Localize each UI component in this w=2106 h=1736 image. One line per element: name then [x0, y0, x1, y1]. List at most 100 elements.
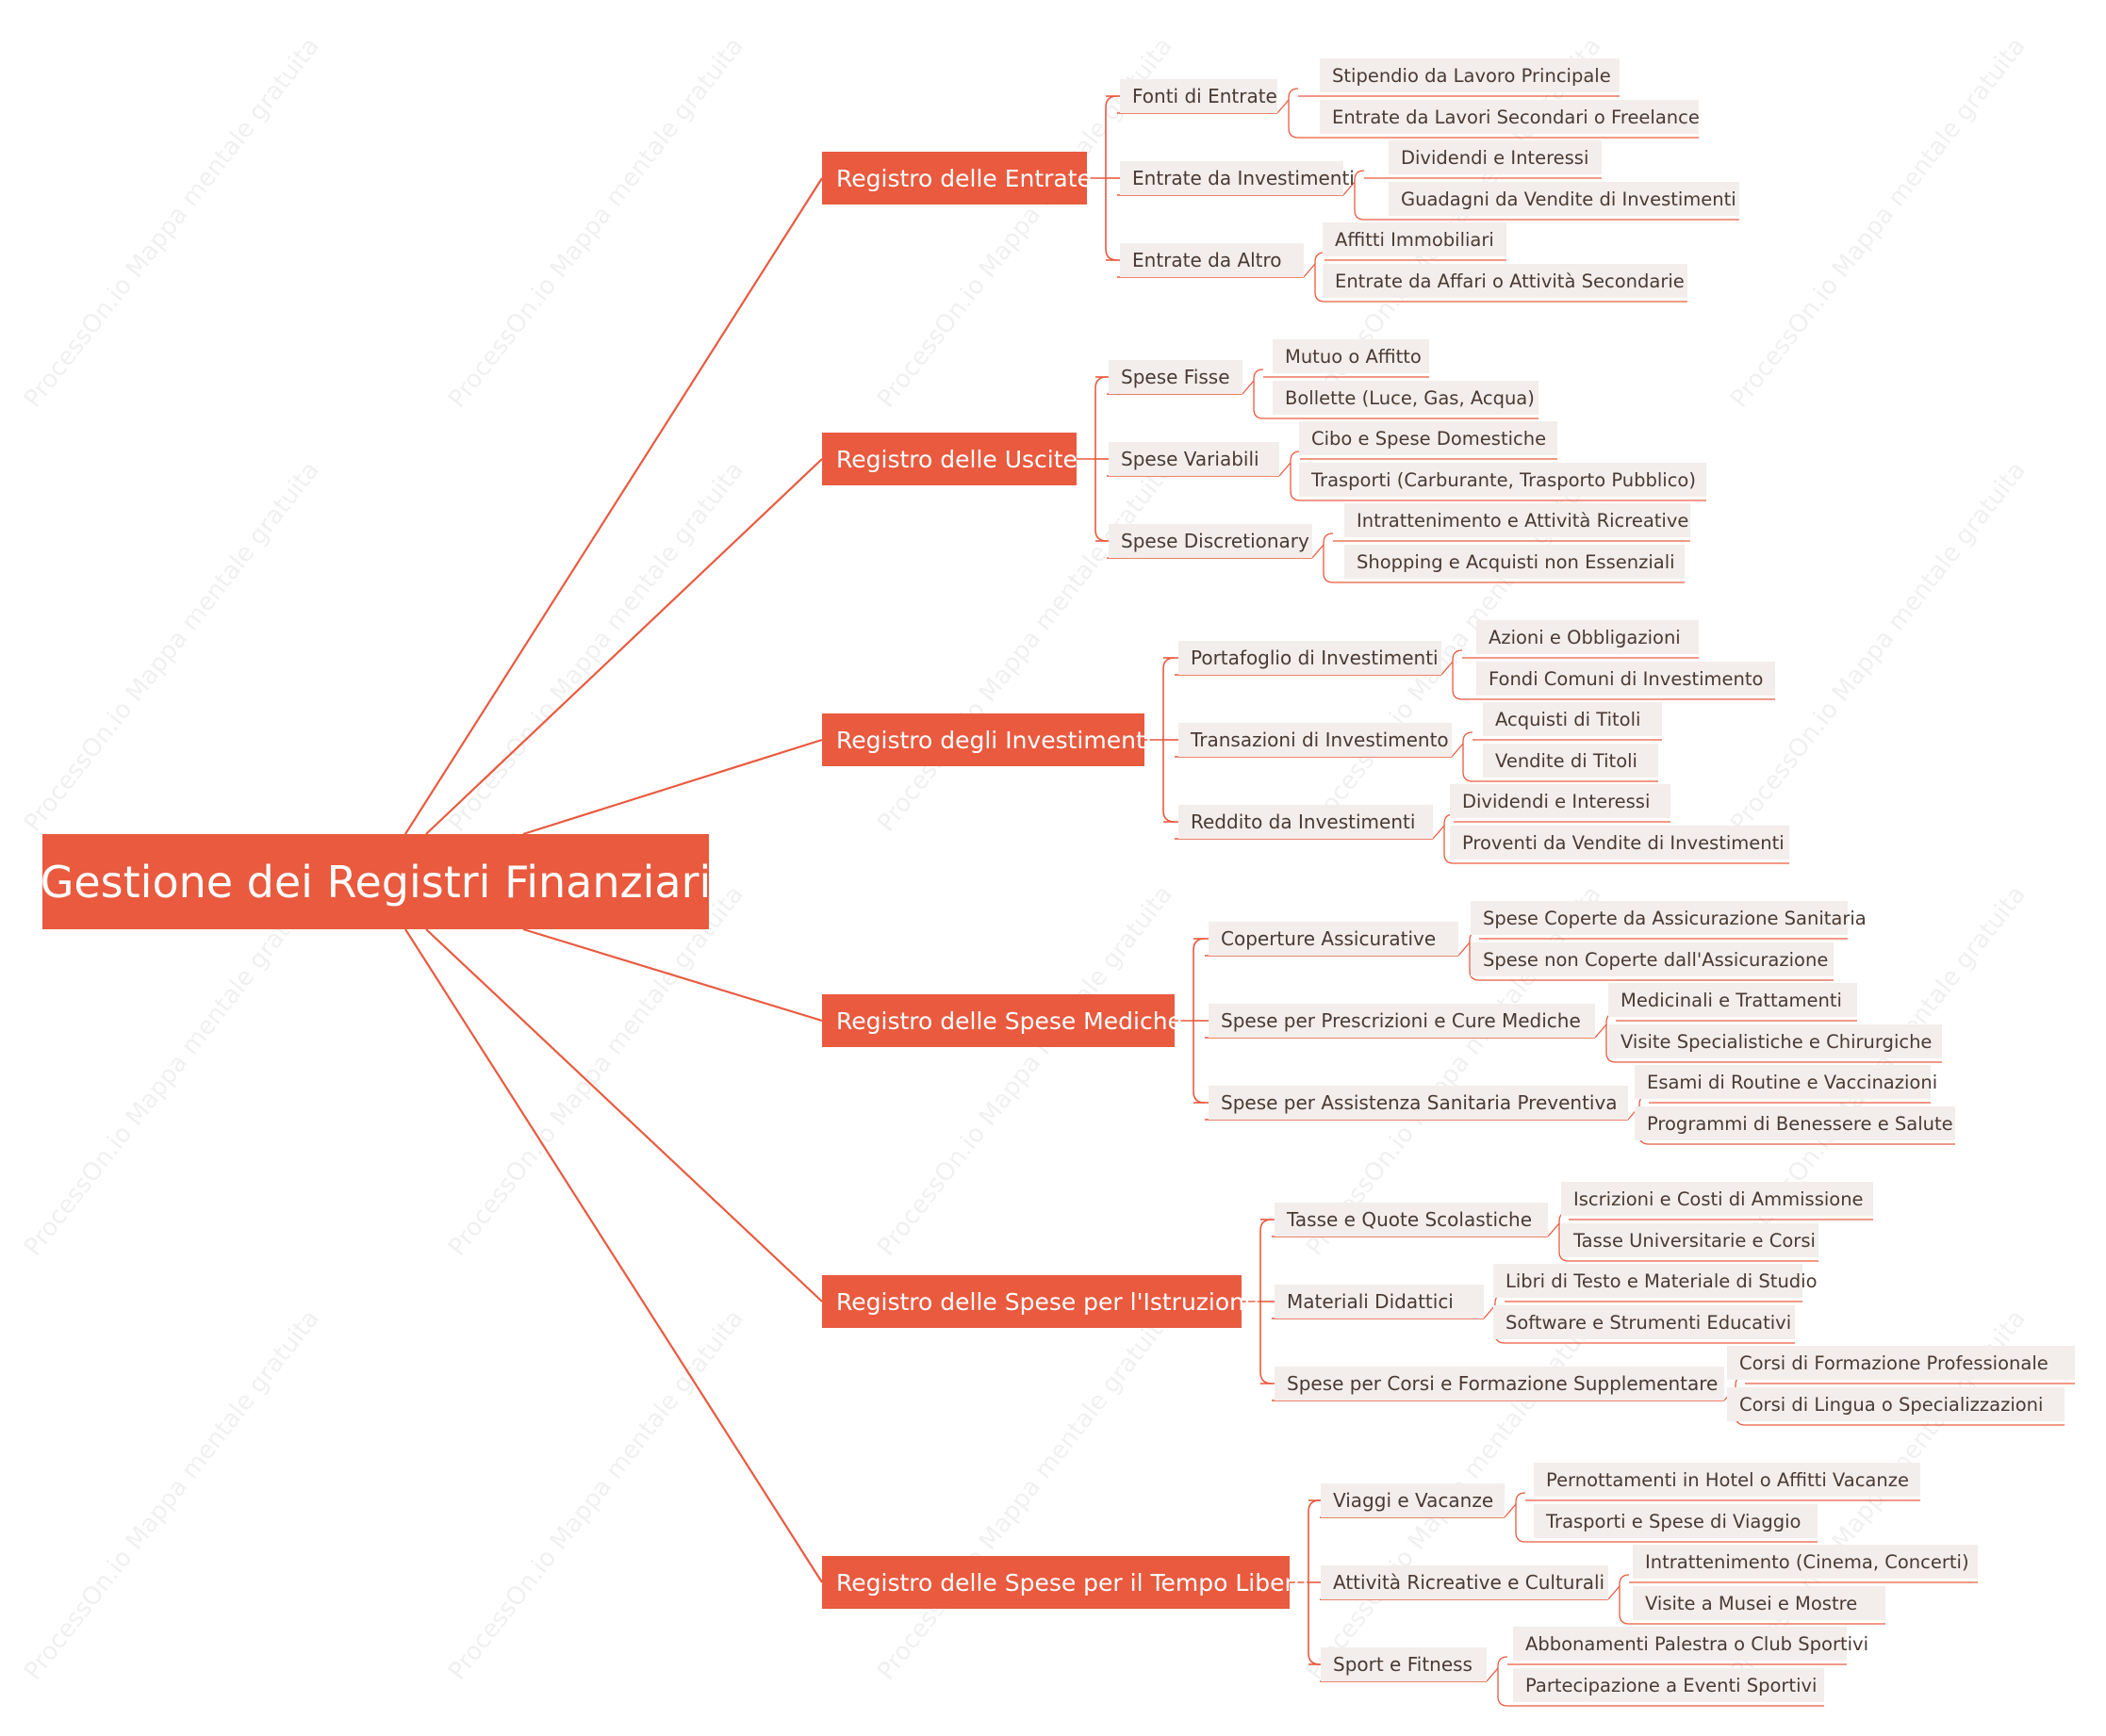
leaf-trasporti-e-spese-di-viaggio[interactable]: Trasporti e Spese di Viaggio [1534, 1504, 1818, 1538]
subtopic-spese-per-assistenza-sanitaria-preventiva[interactable]: Spese per Assistenza Sanitaria Preventiv… [1209, 1086, 1628, 1120]
leaf-trasporti-e-spese-di-viaggio-label: Trasporti e Spese di Viaggio [1546, 1510, 1802, 1532]
leaf-spine [1462, 731, 1473, 782]
leaf-software-e-strumenti-educativi[interactable]: Software e Strumenti Educativi [1493, 1305, 1795, 1339]
subtopic-fonti-di-entrate[interactable]: Fonti di Entrate [1120, 79, 1277, 113]
branch-registro-delle-spese-per-il-tempo-libero[interactable]: Registro delle Spese per il Tempo Libero [822, 1556, 1308, 1609]
leaf-tasse-universitarie-e-corsi-label: Tasse Universitarie e Corsi [1573, 1229, 1816, 1252]
root-topic[interactable]: Gestione dei Registri Finanziari [41, 834, 711, 929]
leaf-spine [1515, 1492, 1526, 1543]
branch-registro-delle-uscite[interactable]: Registro delle Uscite [822, 433, 1078, 485]
subtopic-transazioni-di-investimento-label: Transazioni di Investimento [1191, 729, 1449, 751]
leaf-tasse-universitarie-e-corsi[interactable]: Tasse Universitarie e Corsi [1561, 1223, 1818, 1257]
subtopic-reddito-da-investimenti-label: Reddito da Investimenti [1191, 811, 1416, 833]
leaf-trasporti-carburante-trasporto-pubblico-label: Trasporti (Carburante, Trasporto Pubblic… [1311, 468, 1696, 491]
leaf-spine-stub [1432, 825, 1445, 840]
leaf-spine [1619, 1574, 1630, 1625]
leaf-spese-non-coperte-dall-assicurazione-label: Spese non Coperte dall'Assicurazione [1483, 948, 1829, 971]
leaf-corsi-di-lingua-o-specializzazioni[interactable]: Corsi di Lingua o Specializzazioni [1727, 1387, 2065, 1421]
branch-registro-delle-spese-per-l-istruzione-label: Registro delle Spese per l'Istruzione [836, 1287, 1259, 1316]
leaf-intrattenimento-cinema-concerti-label: Intrattenimento (Cinema, Concerti) [1645, 1550, 1969, 1573]
leaf-intrattenimento-cinema-concerti[interactable]: Intrattenimento (Cinema, Concerti) [1633, 1545, 1978, 1579]
leaf-programmi-di-benessere-e-salute[interactable]: Programmi di Benessere e Salute [1635, 1106, 1955, 1140]
leaf-spine-stub [1457, 942, 1471, 957]
subtopic-spese-per-corsi-e-formazione-supplementare[interactable]: Spese per Corsi e Formazione Supplementa… [1275, 1367, 1724, 1400]
leaf-azioni-e-obbligazioni[interactable]: Azioni e Obbligazioni [1476, 620, 1699, 654]
leaf-acquisti-di-titoli[interactable]: Acquisti di Titoli [1483, 702, 1662, 736]
leaf-entrate-da-lavori-secondari-o-freelance[interactable]: Entrate da Lavori Secondari o Freelance [1320, 100, 1700, 134]
leaf-dividendi-e-interessi[interactable]: Dividendi e Interessi [1389, 140, 1602, 174]
leaf-spese-coperte-da-assicurazione-sanitaria[interactable]: Spese Coperte da Assicurazione Sanitaria [1471, 901, 1867, 935]
subtopic-spese-fisse-label: Spese Fisse [1121, 366, 1230, 388]
subtopic-spese-fisse[interactable]: Spese Fisse [1109, 360, 1242, 394]
subtopic-tasse-e-quote-scolastiche[interactable]: Tasse e Quote Scolastiche [1275, 1203, 1548, 1236]
leaf-iscrizioni-e-costi-di-ammissione[interactable]: Iscrizioni e Costi di Ammissione [1561, 1182, 1873, 1216]
branch-registro-delle-spese-mediche-label: Registro delle Spese Mediche [836, 1007, 1182, 1035]
subtopic-sport-e-fitness[interactable]: Sport e Fitness [1321, 1647, 1487, 1681]
leaf-partecipazione-a-eventi-sportivi[interactable]: Partecipazione a Eventi Sportivi [1513, 1668, 1824, 1702]
leaf-spese-non-coperte-dall-assicurazione[interactable]: Spese non Coperte dall'Assicurazione [1471, 942, 1834, 976]
leaf-corsi-di-formazione-professionale[interactable]: Corsi di Formazione Professionale [1727, 1346, 2075, 1380]
leaf-software-e-strumenti-educativi-label: Software e Strumenti Educativi [1505, 1311, 1792, 1334]
subtopic-entrate-da-altro[interactable]: Entrate da Altro [1120, 243, 1304, 277]
root-branch-link [425, 928, 823, 1302]
subtopic-coperture-assicurative-label: Coperture Assicurative [1221, 927, 1437, 950]
leaf-pernottamenti-in-hotel-o-affitti-vacanze[interactable]: Pernottamenti in Hotel o Affitti Vacanze [1534, 1463, 1920, 1497]
leaf-visite-specialistiche-e-chirurgiche[interactable]: Visite Specialistiche e Chirurgiche [1608, 1024, 1942, 1058]
leaf-trasporti-carburante-trasporto-pubblico[interactable]: Trasporti (Carburante, Trasporto Pubblic… [1299, 463, 1706, 497]
leaf-spine [1253, 368, 1264, 419]
root-branch-link [522, 738, 823, 836]
leaf-entrate-da-affari-o-attivita-secondarie[interactable]: Entrate da Affari o Attività Secondarie [1323, 264, 1687, 298]
leaf-intrattenimento-e-attivita-ricreative[interactable]: Intrattenimento e Attività Ricreative [1344, 503, 1690, 537]
leaf-entrate-da-lavori-secondari-o-freelance-label: Entrate da Lavori Secondari o Freelance [1332, 106, 1700, 128]
root-branch-link [404, 177, 823, 835]
subtopic-coperture-assicurative[interactable]: Coperture Assicurative [1209, 922, 1458, 956]
subtopic-spese-per-assistenza-sanitaria-preventiva-label: Spese per Assistenza Sanitaria Preventiv… [1221, 1091, 1618, 1114]
leaf-proventi-da-vendite-di-investimenti[interactable]: Proventi da Vendite di Investimenti [1450, 826, 1789, 860]
root-branch-link [404, 928, 823, 1583]
branch-registro-delle-uscite-label: Registro delle Uscite [836, 445, 1078, 473]
leaf-mutuo-o-affitto-label: Mutuo o Affitto [1285, 345, 1422, 368]
subtopic-transazioni-di-investimento[interactable]: Transazioni di Investimento [1178, 723, 1452, 757]
subtopic-portafoglio-di-investimenti[interactable]: Portafoglio di Investimenti [1178, 641, 1441, 675]
leaf-stipendio-da-lavoro-principale[interactable]: Stipendio da Lavoro Principale [1320, 58, 1620, 92]
leaf-shopping-e-acquisti-non-essenziali[interactable]: Shopping e Acquisti non Essenziali [1344, 545, 1685, 579]
subtopic-attivita-ricreative-e-culturali[interactable]: Attività Ricreative e Culturali [1321, 1565, 1608, 1599]
subtopic-spese-per-corsi-e-formazione-supplementare-label: Spese per Corsi e Formazione Supplementa… [1287, 1372, 1719, 1395]
subtopic-spese-discretionary[interactable]: Spese Discretionary [1109, 524, 1312, 558]
leaf-dividendi-e-interessi[interactable]: Dividendi e Interessi [1450, 784, 1670, 818]
leaf-cibo-e-spese-domestiche[interactable]: Cibo e Spese Domestiche [1299, 421, 1557, 455]
leaf-azioni-e-obbligazioni-label: Azioni e Obbligazioni [1489, 626, 1681, 648]
leaf-spine-stub [1607, 1585, 1621, 1600]
leaf-bollette-luce-gas-acqua[interactable]: Bollette (Luce, Gas, Acqua) [1273, 381, 1538, 415]
subtopic-materiali-didattici[interactable]: Materiali Didattici [1275, 1285, 1484, 1318]
subtopic-spese-variabili[interactable]: Spese Variabili [1109, 442, 1279, 476]
leaf-dividendi-e-interessi-label: Dividendi e Interessi [1401, 146, 1589, 169]
subtopic-tasse-e-quote-scolastiche-label: Tasse e Quote Scolastiche [1287, 1208, 1533, 1231]
leaf-shopping-e-acquisti-non-essenziali-label: Shopping e Acquisti non Essenziali [1357, 550, 1675, 573]
leaf-visite-specialistiche-e-chirurgiche-label: Visite Specialistiche e Chirurgiche [1621, 1030, 1933, 1053]
subtopic-spese-discretionary-label: Spese Discretionary [1121, 530, 1309, 552]
subtopic-spese-per-prescrizioni-e-cure-mediche[interactable]: Spese per Prescrizioni e Cure Mediche [1209, 1004, 1595, 1038]
leaf-libri-di-testo-e-materiale-di-studio[interactable]: Libri di Testo e Materiale di Studio [1493, 1264, 1818, 1298]
leaf-vendite-di-titoli[interactable]: Vendite di Titoli [1483, 744, 1658, 778]
branch-registro-delle-spese-mediche[interactable]: Registro delle Spese Mediche [822, 994, 1182, 1047]
subtopic-reddito-da-investimenti[interactable]: Reddito da Investimenti [1178, 805, 1433, 839]
leaf-affitti-immobiliari[interactable]: Affitti Immobiliari [1323, 222, 1506, 256]
leaf-mutuo-o-affitto[interactable]: Mutuo o Affitto [1273, 339, 1429, 373]
leaf-medicinali-e-trattamenti[interactable]: Medicinali e Trattamenti [1608, 983, 1857, 1017]
leaf-abbonamenti-palestra-o-club-sportivi[interactable]: Abbonamenti Palestra o Club Sportivi [1513, 1627, 1868, 1661]
subtopic-entrate-da-investimenti[interactable]: Entrate da Investimenti [1120, 161, 1355, 195]
leaf-entrate-da-affari-o-attivita-secondarie-label: Entrate da Affari o Attività Secondarie [1335, 270, 1685, 292]
leaf-programmi-di-benessere-e-salute-label: Programmi di Benessere e Salute [1647, 1112, 1953, 1135]
branch-registro-degli-investimenti[interactable]: Registro degli Investimenti [822, 713, 1152, 766]
subtopic-viaggi-e-vacanze[interactable]: Viaggi e Vacanze [1321, 1483, 1505, 1517]
leaf-fondi-comuni-di-investimento[interactable]: Fondi Comuni di Investimento [1476, 662, 1775, 696]
leaf-visite-a-musei-e-mostre[interactable]: Visite a Musei e Mostre [1633, 1586, 1885, 1620]
subtopic-viaggi-e-vacanze-label: Viaggi e Vacanze [1333, 1489, 1494, 1512]
leaf-iscrizioni-e-costi-di-ammissione-label: Iscrizioni e Costi di Ammissione [1573, 1187, 1864, 1210]
leaf-esami-di-routine-e-vaccinazioni[interactable]: Esami di Routine e Vaccinazioni [1635, 1065, 1937, 1099]
leaf-guadagni-da-vendite-di-investimenti[interactable]: Guadagni da Vendite di Investimenti [1389, 182, 1739, 216]
branch-registro-delle-entrate[interactable]: Registro delle Entrate [822, 152, 1092, 205]
branch-registro-delle-spese-per-l-istruzione[interactable]: Registro delle Spese per l'Istruzione [822, 1275, 1259, 1328]
